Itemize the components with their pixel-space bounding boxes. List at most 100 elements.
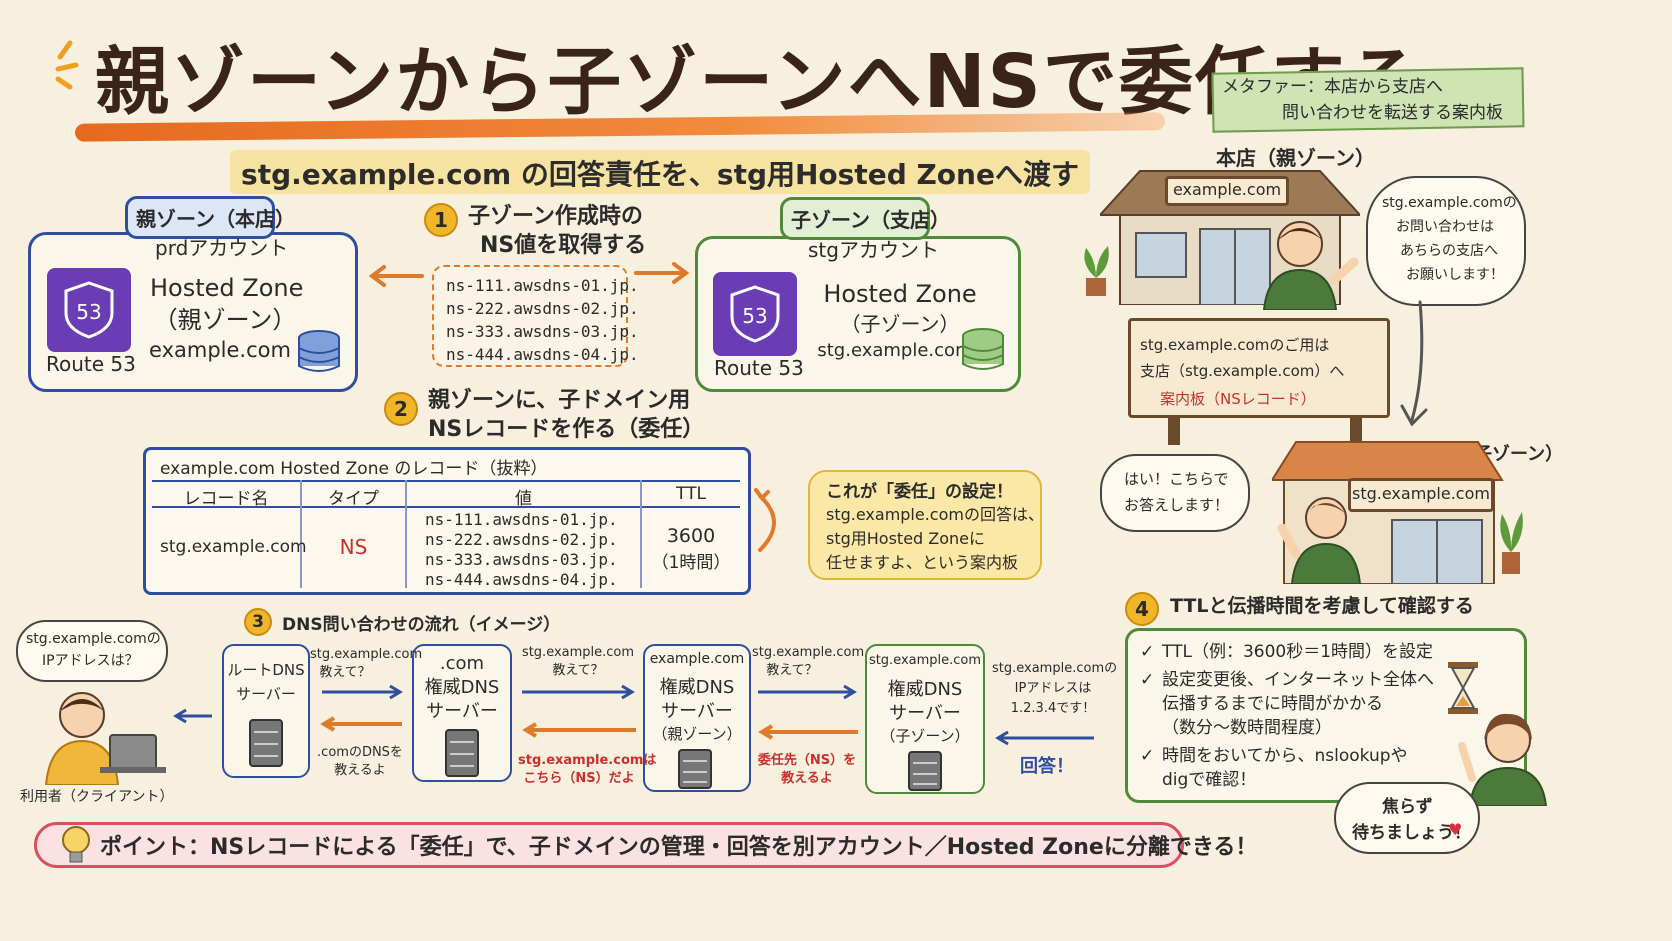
delegation-note-line: これが「委任」の設定！ [826, 482, 1013, 502]
branch-store-bubble [1100, 454, 1250, 532]
server-label: サーバー [426, 701, 498, 722]
server-label: 権威DNS [887, 679, 963, 700]
branch-staff-avatar-icon [1268, 488, 1378, 585]
checklist-item: （数分〜数時間程度） [1162, 718, 1332, 738]
advisor-bubble [1334, 782, 1480, 854]
checklist-item: 時間をおいてから、nslookupや [1162, 746, 1408, 766]
child-zone-tag: 子ゾーン（支店） [780, 197, 950, 240]
ns-value: ns-444.awsdns-04.jp. [446, 345, 639, 364]
answer-label: 教えるよ [781, 771, 833, 786]
server-label: example.com [649, 651, 745, 667]
server-label: 権威DNS [424, 677, 500, 698]
guide-post [1350, 415, 1362, 445]
client-bubble [16, 620, 168, 682]
check-icon: ✓ [1140, 670, 1155, 690]
query-label: 教えて？ [552, 663, 604, 678]
curved-arrow-icon [752, 488, 792, 558]
ns-value: ns-333.awsdns-03.jp. [446, 322, 639, 341]
answer-label: .comのDNSを [317, 745, 403, 760]
main-store-bubble-line: あちらの支店へ [1400, 243, 1498, 259]
metaphor-text: メタファー：本店から支店へ 問い合わせを転送する案内板 [1222, 74, 1522, 126]
ns-values-box: ns-111.awsdns-01.jp. ns-222.awsdns-02.jp… [432, 265, 639, 367]
point-bar [34, 822, 1184, 868]
table-header-rule [152, 480, 740, 482]
arrow-left-icon [992, 730, 1096, 746]
route53-badge-text: 53 [76, 300, 101, 324]
server-label: .com [439, 653, 485, 674]
server-label: サーバー [661, 701, 733, 722]
client-bubble-line: stg.example.comの [26, 631, 161, 647]
main-store-sign-text: example.com [1172, 180, 1282, 199]
delegation-note-line: stg用Hosted Zoneに [826, 529, 986, 548]
checklist-item: 設定変更後、インターネット全体へ [1162, 670, 1434, 690]
child-service-label: Route 53 [714, 356, 804, 380]
answer-label: こちら（NS）だよ [523, 771, 635, 786]
step3-label: DNS問い合わせの流れ（イメージ） [282, 615, 561, 635]
query-label: stg.example.com [310, 647, 423, 662]
parent-hz-line3: example.com [149, 338, 291, 362]
arrow-right-icon [756, 684, 860, 700]
arrow-right-icon [634, 262, 690, 284]
server-icon [905, 750, 945, 792]
delegation-note [808, 470, 1042, 580]
record-table [143, 447, 751, 595]
table-header-rule [152, 506, 740, 508]
client-label: 利用者（クライアント） [20, 789, 174, 805]
shopkeeper-avatar-icon [1250, 210, 1360, 311]
server-label: ルートDNS [227, 661, 305, 679]
page-title: 親ゾーンから子ゾーンへNSで委任する [95, 39, 1423, 125]
main-store-sign [1165, 176, 1289, 206]
subtitle: stg.example.com の回答責任を、stg用Hosted Zoneへ渡… [241, 158, 1079, 191]
delegation-note-line: stg.example.comの回答は、 [826, 505, 1044, 524]
server-label: サーバー [889, 703, 961, 724]
lightbulb-icon [58, 824, 94, 866]
parent-zone-tag: 親ゾーン（本店） [125, 196, 295, 239]
answer-label: 教えるよ [334, 763, 386, 778]
query-label: stg.example.com [752, 645, 865, 660]
plant-icon [1494, 506, 1528, 576]
hourglass-icon [1446, 660, 1480, 716]
answer-label: stg.example.comは [518, 753, 657, 768]
record-value-cell: ns-111.awsdns-01.jp. [425, 510, 618, 529]
step3-number: 3 [244, 608, 272, 636]
step2-line1: 親ゾーンに、子ドメイン用 [428, 388, 691, 413]
guide-board [1128, 318, 1390, 418]
record-value-cell: ns-444.awsdns-04.jp. [425, 570, 618, 589]
record-value-cell: ns-222.awsdns-02.jp. [425, 530, 618, 549]
advisor-bubble-line: 焦らず [1382, 797, 1433, 817]
server-icon [675, 748, 715, 790]
point-text: ポイント：NSレコードによる「委任」で、子ドメインの管理・回答を別アカウント／H… [100, 835, 1258, 860]
arrow-down-icon [1396, 300, 1436, 430]
arrow-right-icon [320, 684, 406, 700]
table-header-cell: レコード名 [183, 489, 269, 509]
main-store-bubble [1366, 176, 1526, 306]
table-col-rule [405, 480, 407, 588]
main-store-bubble-line: お問い合わせは [1396, 219, 1494, 235]
checklist-item: 伝播するまでに時間がかかる [1162, 694, 1383, 714]
record-table-caption: example.com Hosted Zone のレコード（抜粋） [160, 459, 548, 479]
arrow-left-icon [756, 724, 860, 740]
ns-value: ns-222.awsdns-02.jp. [446, 299, 639, 318]
user-avatar-icon [30, 685, 170, 786]
step1-line2: NS値を取得する [480, 233, 647, 258]
route53-badge-text: 53 [742, 304, 767, 328]
branch-store-bubble-line: お答えします！ [1124, 496, 1230, 514]
ttl-checklist-box [1125, 628, 1527, 803]
answer-label: 委任先（NS）を [757, 753, 857, 768]
guide-board-line: 支店（stg.example.com）へ [1140, 362, 1345, 380]
server-label: （子ゾーン） [880, 727, 970, 745]
step2-line2: NSレコードを作る（委任） [428, 417, 705, 442]
route53-icon: 53 [47, 268, 131, 352]
child-hz-line2: （子ゾーン） [840, 312, 960, 336]
subtitle-highlight [230, 150, 1090, 194]
metaphor-line: メタファー：本店から支店へ [1222, 77, 1443, 97]
child-account-label: stgアカウント [808, 238, 939, 262]
record-ttl-cell: 3600 [666, 525, 716, 547]
database-icon [960, 328, 1006, 374]
child-hz-line3: stg.example.com [817, 340, 973, 361]
checklist-item: digで確認！ [1162, 770, 1257, 790]
advisor-avatar-icon [1458, 706, 1554, 807]
main-store-bubble-line: stg.example.comの [1382, 195, 1517, 211]
parent-service-label: Route 53 [46, 352, 136, 376]
step1-line1: 子ゾーン作成時の [468, 204, 643, 229]
